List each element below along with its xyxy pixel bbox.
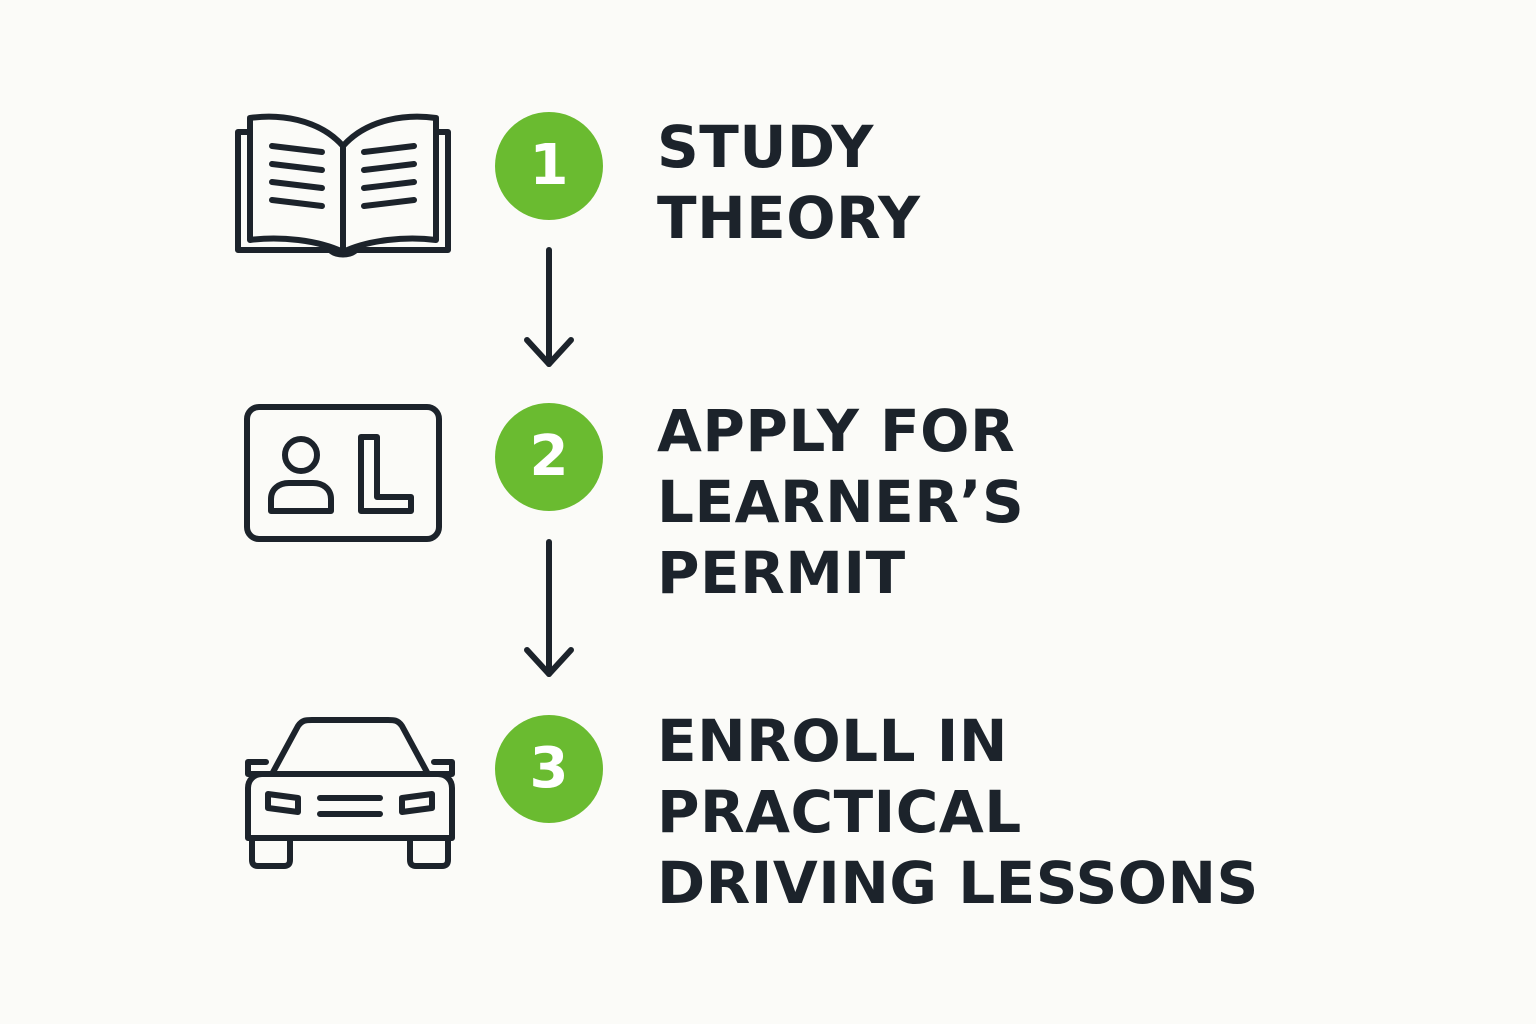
car-icon bbox=[240, 716, 460, 874]
step-3-badge: 3 bbox=[495, 715, 603, 823]
step-3-label-line-3: DRIVING LESSONS bbox=[657, 849, 1259, 917]
step-2-label-line-1: APPLY FOR bbox=[657, 397, 1016, 465]
step-2-number: 2 bbox=[529, 424, 569, 489]
step-3-number: 3 bbox=[529, 736, 569, 801]
step-1-badge: 1 bbox=[495, 112, 603, 220]
step-1-number: 1 bbox=[529, 133, 569, 198]
step-2-label-line-2: LEARNER’S bbox=[657, 468, 1025, 536]
step-2-badge: 2 bbox=[495, 403, 603, 511]
step-3-label-line-1: ENROLL IN bbox=[657, 707, 1008, 775]
step-1-label-line-2: THEORY bbox=[657, 184, 921, 252]
step-1-label: STUDY THEORY bbox=[657, 112, 921, 254]
step-1-label-line-1: STUDY bbox=[657, 113, 874, 181]
learner-permit-card-icon bbox=[243, 403, 443, 543]
step-3-label-line-2: PRACTICAL bbox=[657, 778, 1022, 846]
step-2-label: APPLY FOR LEARNER’S PERMIT bbox=[657, 396, 1024, 609]
arrow-down-icon bbox=[519, 538, 579, 677]
step-2-label-line-3: PERMIT bbox=[657, 539, 906, 607]
step-3-label: ENROLL IN PRACTICAL DRIVING LESSONS bbox=[657, 706, 1259, 919]
open-book-icon bbox=[230, 108, 456, 258]
arrow-down-icon bbox=[519, 246, 579, 370]
